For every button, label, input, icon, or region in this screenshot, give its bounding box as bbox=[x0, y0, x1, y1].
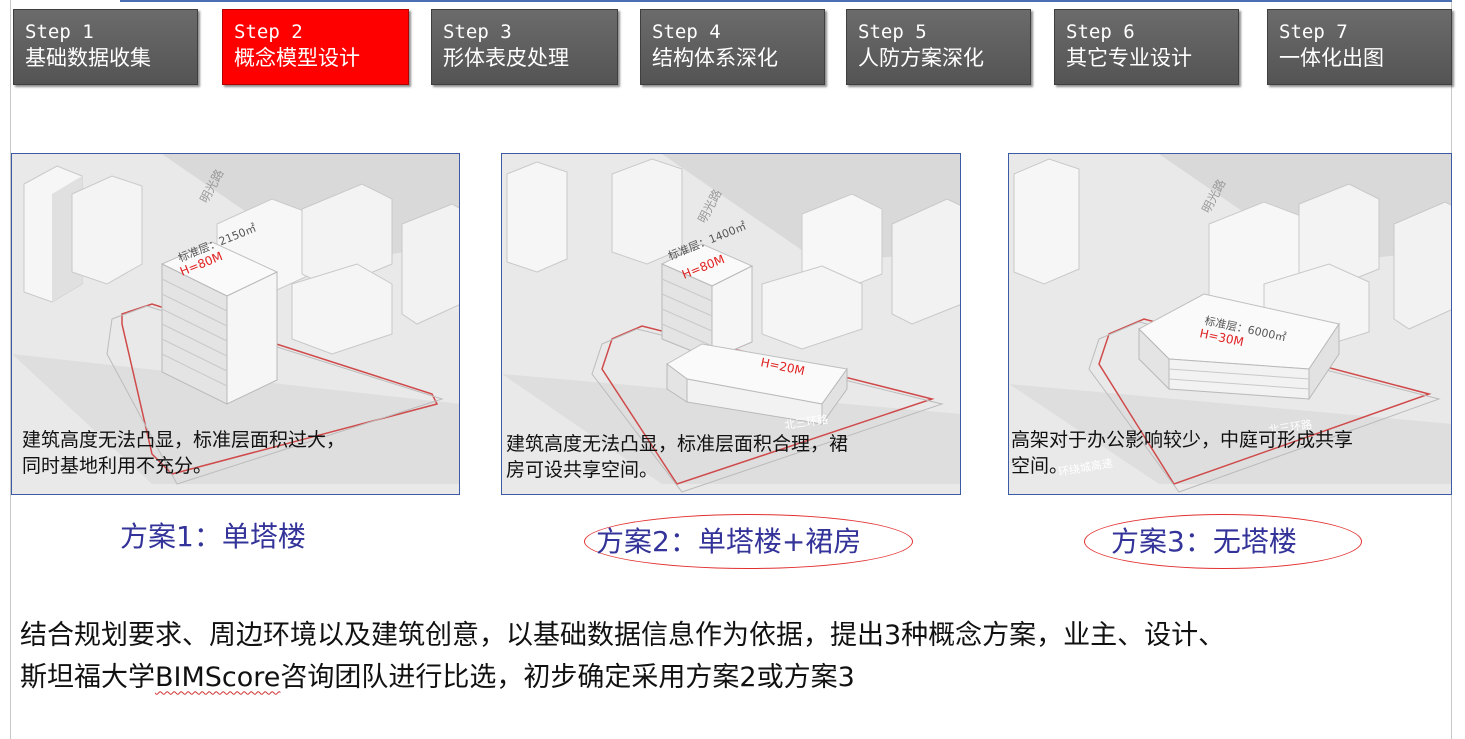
summary-text: 结合规划要求、周边环境以及建筑创意，以基础数据信息作为依据，提出3种概念方案，业… bbox=[20, 615, 1450, 700]
step-number: Step 5 bbox=[858, 21, 927, 43]
highlight-ellipse-scheme-3 bbox=[1084, 514, 1362, 569]
step-1[interactable]: Step 1 基础数据收集 bbox=[13, 9, 198, 85]
scheme-2-massing-model: 标准层：1400㎡ H=80M H=20M 明光路 北三环路 bbox=[502, 154, 960, 494]
scheme-3-massing-model: 标准层：6000㎡ H=30M 明光路 北三环路 环绕城高速 bbox=[1009, 154, 1451, 494]
scheme-1-description: 建筑高度无法凸显，标准层面积过大， 同时基地利用不充分。 bbox=[22, 428, 345, 479]
road-label-ring: 北三环路 bbox=[784, 413, 829, 432]
description-line: 建筑高度无法凸显，标准层面积合理，裙 bbox=[506, 433, 849, 455]
step-number: Step 3 bbox=[443, 21, 512, 43]
scheme-2-caption: 方案2：单塔楼+裙房 bbox=[596, 525, 862, 558]
step-title: 人防方案深化 bbox=[858, 45, 984, 70]
step-2-active[interactable]: Step 2 概念模型设计 bbox=[222, 9, 409, 85]
scheme-3-description: 高架对于办公影响较少，中庭可形成共享 空间。 bbox=[1011, 428, 1353, 479]
step-title: 概念模型设计 bbox=[234, 45, 360, 70]
description-line: 建筑高度无法凸显，标准层面积过大， bbox=[22, 429, 346, 451]
description-line: 空间。 bbox=[1011, 454, 1069, 477]
summary-line-2-end: 咨询团队进行比选，初步确定采用方案2或方案3 bbox=[280, 662, 855, 694]
description-line: 房可设共享空间。 bbox=[506, 458, 659, 481]
step-number: Step 2 bbox=[234, 21, 303, 43]
spellcheck-marked-word: BIMScore bbox=[155, 662, 281, 694]
step-title: 结构体系深化 bbox=[652, 45, 778, 70]
scheme-1-image: 标准层：2150㎡ H=80M 明光路 建筑高度无法凸显，标准层面积过大， 同时… bbox=[11, 153, 460, 495]
step-title: 其它专业设计 bbox=[1066, 45, 1192, 70]
step-7[interactable]: Step 7 一体化出图 bbox=[1267, 9, 1452, 85]
step-4[interactable]: Step 4 结构体系深化 bbox=[640, 9, 825, 85]
description-line: 高架对于办公影响较少，中庭可形成共享 bbox=[1011, 429, 1354, 451]
step-title: 基础数据收集 bbox=[25, 45, 151, 70]
step-number: Step 1 bbox=[25, 21, 94, 43]
step-number: Step 7 bbox=[1279, 21, 1348, 43]
road-label-ring: 北三环路 bbox=[1268, 418, 1313, 437]
step-title: 形体表皮处理 bbox=[443, 45, 569, 70]
summary-line-2-start: 斯坦福大学 bbox=[20, 662, 155, 694]
step-number: Step 4 bbox=[652, 21, 721, 43]
step-number: Step 6 bbox=[1066, 21, 1135, 43]
step-title: 一体化出图 bbox=[1279, 45, 1384, 70]
description-line: 同时基地利用不充分。 bbox=[22, 454, 213, 477]
top-rule bbox=[120, 0, 1452, 2]
step-6[interactable]: Step 6 其它专业设计 bbox=[1054, 9, 1239, 85]
summary-line-1: 结合规划要求、周边环境以及建筑创意，以基础数据信息作为依据，提出3种概念方案，业… bbox=[20, 620, 1226, 651]
highlight-ellipse-scheme-2 bbox=[584, 514, 913, 569]
step-3[interactable]: Step 3 形体表皮处理 bbox=[431, 9, 618, 85]
step-5[interactable]: Step 5 人防方案深化 bbox=[846, 9, 1031, 85]
scheme-1-caption: 方案1：单塔楼 bbox=[120, 520, 306, 553]
scheme-3-caption: 方案3：无塔楼 bbox=[1111, 525, 1297, 558]
scheme-2-description: 建筑高度无法凸显，标准层面积合理，裙 房可设共享空间。 bbox=[506, 432, 848, 483]
scheme-2-image: 标准层：1400㎡ H=80M H=20M 明光路 北三环路 建筑高度无法凸显，… bbox=[501, 153, 961, 495]
scheme-3-image: 标准层：6000㎡ H=30M 明光路 北三环路 环绕城高速 高架对于办公影响较… bbox=[1008, 153, 1452, 495]
scheme-1-massing-model: 标准层：2150㎡ H=80M 明光路 bbox=[12, 154, 459, 494]
